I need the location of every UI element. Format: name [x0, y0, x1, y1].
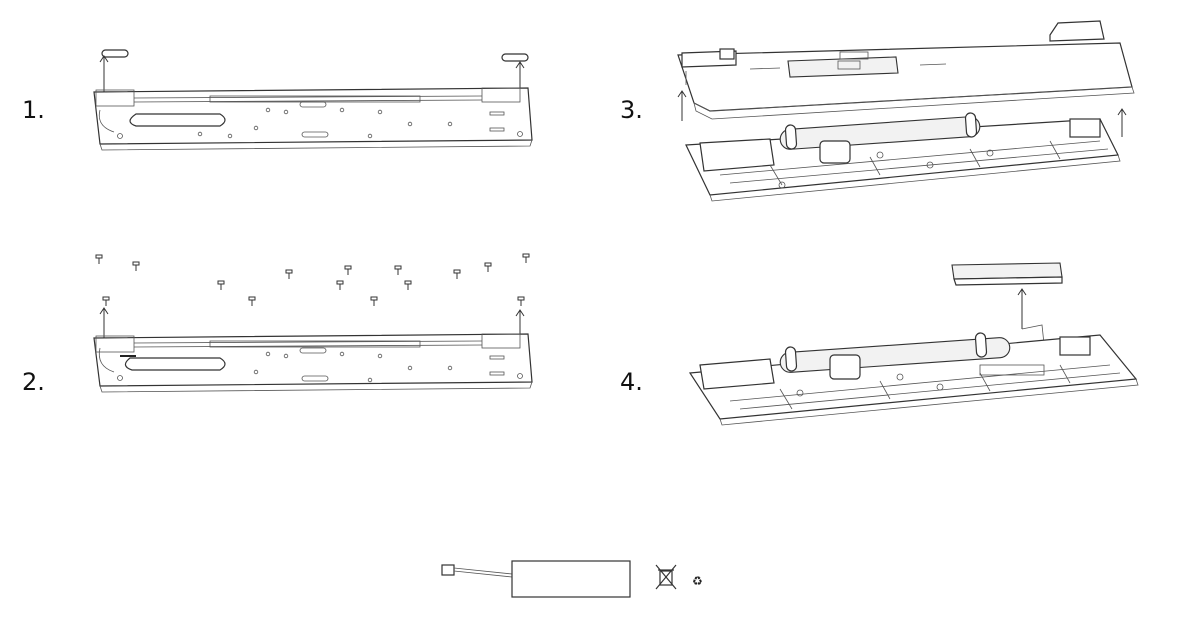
lift-arrow-right [1117, 108, 1127, 137]
lift-arrow-left [677, 90, 687, 121]
rubber-foot-right [501, 53, 529, 62]
rubber-foot-left [101, 49, 129, 58]
lift-arrow-left [99, 307, 109, 340]
step-2-label: 2. [22, 368, 45, 396]
top-cover [677, 20, 1135, 120]
recycle-icon: ♻ [692, 574, 703, 588]
removed-battery [951, 262, 1063, 286]
lift-arrow [1017, 288, 1027, 329]
keyboard-base [685, 112, 1121, 202]
lift-arrow-right [515, 309, 525, 338]
step-2-illustration [80, 248, 550, 398]
step-1-label: 1. [22, 96, 45, 124]
crossed-out-bin-icon [655, 564, 677, 590]
battery-with-connector [441, 560, 631, 598]
step-3-label: 3. [620, 96, 643, 124]
keyboard-base [688, 332, 1139, 426]
screw-group [95, 253, 530, 307]
step-4-illustration [680, 255, 1150, 435]
battery-disposal-info: ♻ [430, 555, 730, 605]
step-4-label: 4. [620, 368, 643, 396]
lift-arrow-left [99, 55, 109, 96]
step-1-illustration [80, 40, 550, 160]
step-3-illustration [670, 15, 1150, 205]
